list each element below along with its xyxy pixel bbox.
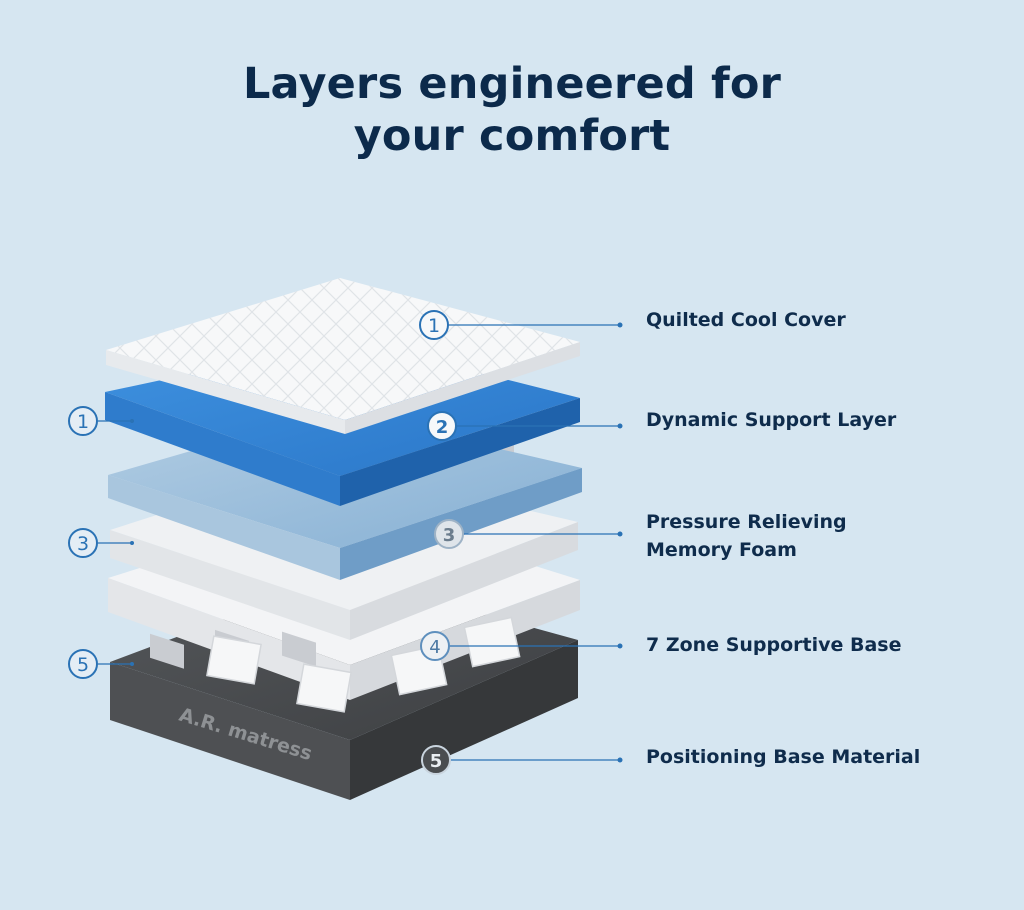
callout-1-number: 1 (428, 315, 440, 337)
label-7-zone-supportive-base: 7 Zone Supportive Base (646, 634, 902, 656)
left-marker-1-number: 1 (77, 411, 89, 433)
layer-quilted-cover (106, 278, 580, 434)
page-title: Layers engineered for your comfort (0, 58, 1024, 162)
left-marker-5-number: 5 (77, 654, 89, 676)
callout-3: 3 (434, 519, 623, 549)
callout-2-number: 2 (436, 417, 449, 438)
left-marker-1: 1 (68, 406, 134, 436)
callout-5-number: 5 (430, 751, 443, 772)
callout-1: 1 (419, 310, 623, 340)
callout-4: 4 (420, 631, 623, 661)
label-memory-foam-line-1: Pressure Relieving (646, 511, 847, 533)
label-memory-foam-line-2: Memory Foam (646, 539, 797, 561)
label-quilted-cool-cover: Quilted Cool Cover (646, 309, 846, 331)
callout-4-number: 4 (429, 637, 440, 658)
label-memory-foam: Pressure Relieving Memory Foam (646, 508, 847, 564)
title-line-2: your comfort (353, 111, 671, 161)
left-marker-5: 5 (68, 649, 134, 679)
callout-5: 5 (421, 745, 623, 775)
left-marker-3: 3 (68, 528, 134, 558)
label-dynamic-support-layer: Dynamic Support Layer (646, 409, 897, 431)
callout-3-number: 3 (443, 525, 456, 546)
callout-2: 2 (427, 411, 623, 441)
label-positioning-base-material: Positioning Base Material (646, 746, 921, 768)
title-line-1: Layers engineered for (242, 59, 782, 109)
left-marker-3-number: 3 (77, 533, 89, 555)
